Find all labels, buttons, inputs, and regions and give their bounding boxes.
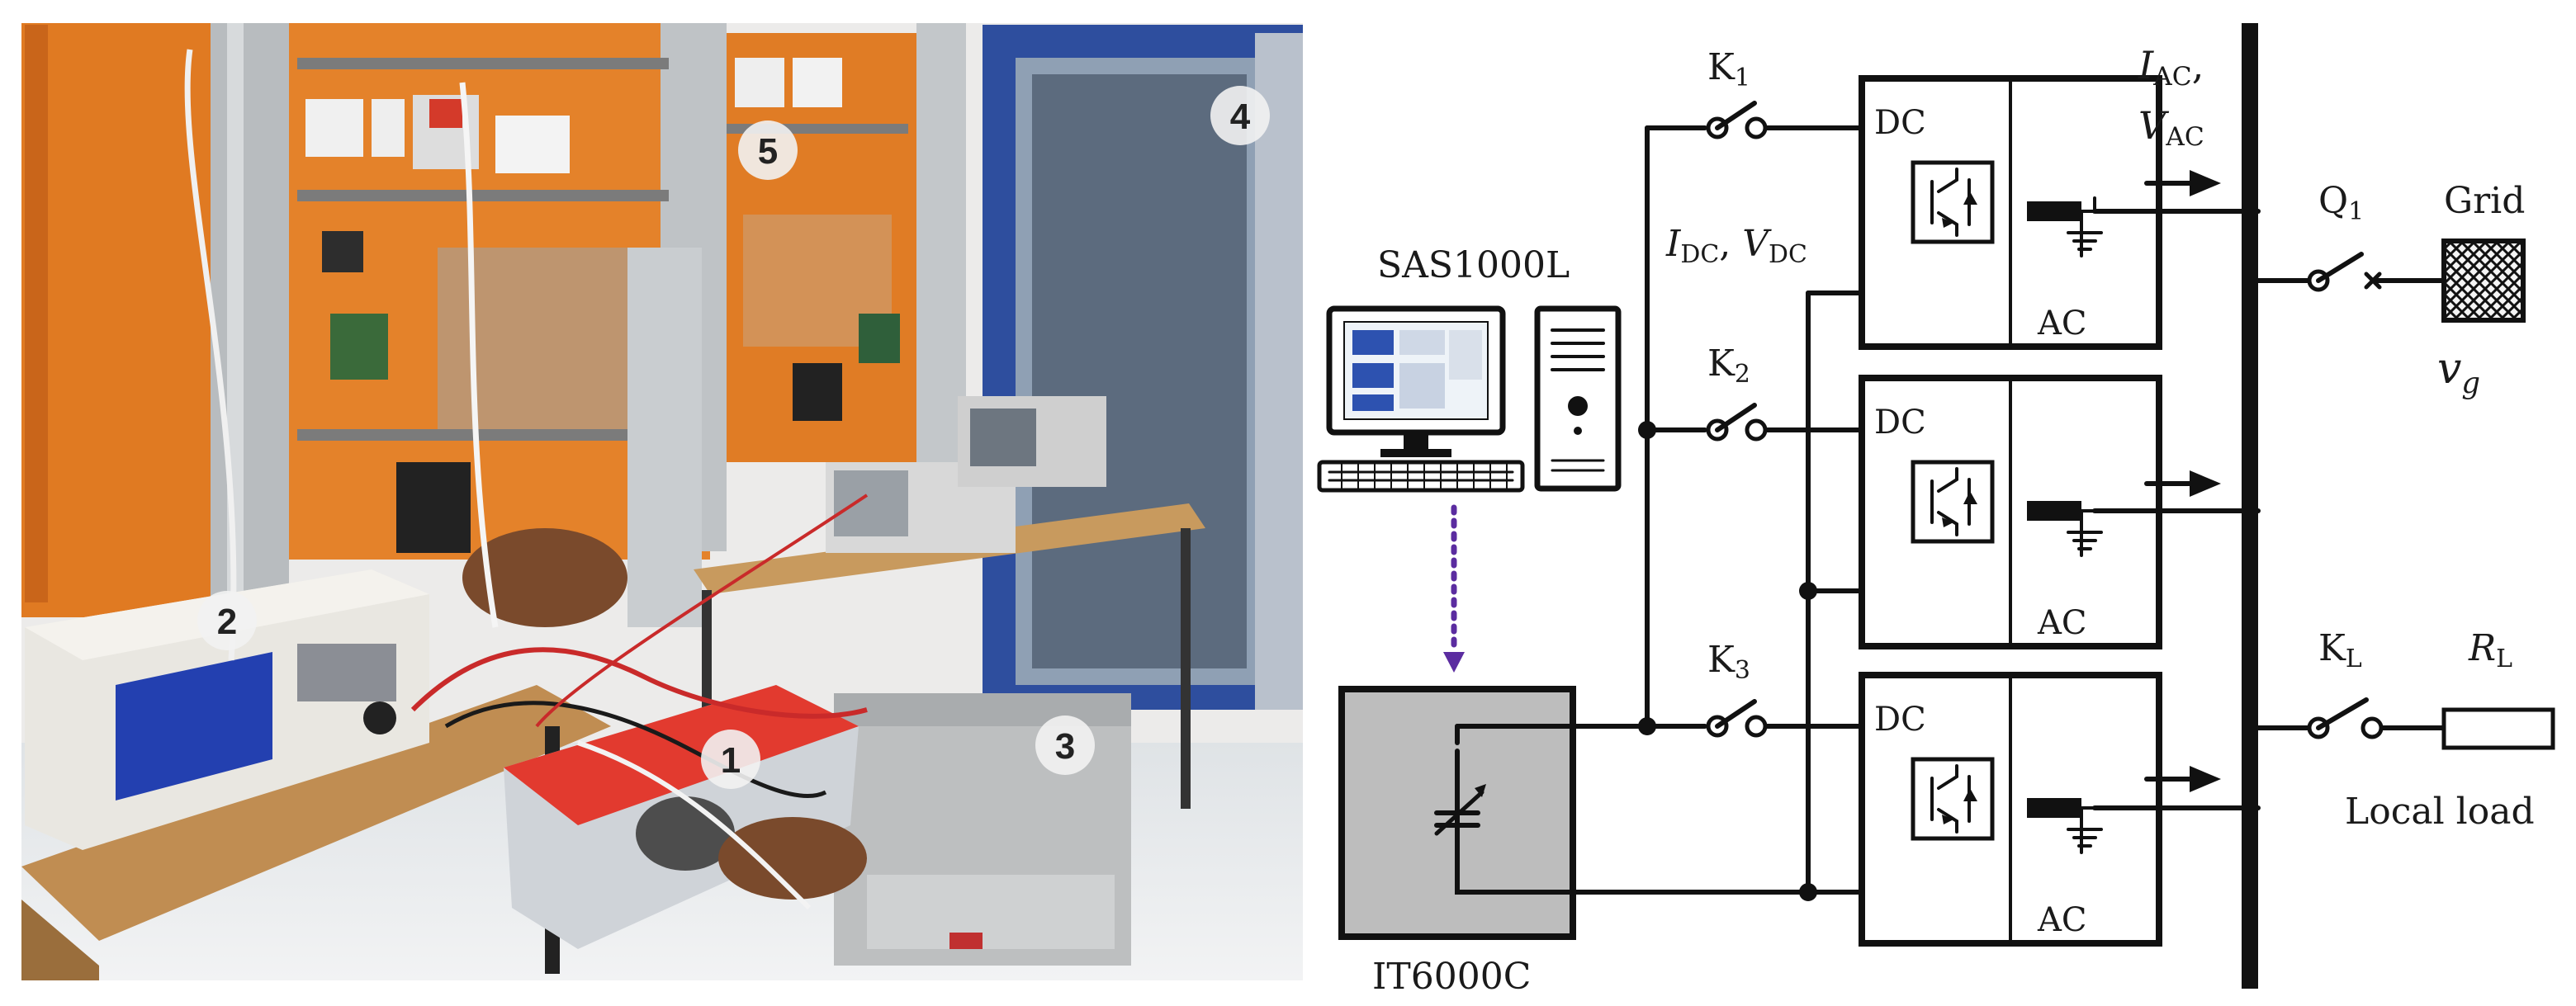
inverter-3-dc-label: DC: [1874, 701, 1926, 739]
dc-source-box: [1338, 686, 1654, 940]
pc-tower-icon: [1534, 305, 1622, 492]
ac-voltage-label: VAC: [2138, 103, 2204, 152]
circuit-diagram: SAS1000L IT6000C: [1317, 23, 2555, 998]
inverter-3-ac-label: AC: [2037, 901, 2087, 939]
inverter-2-dc-label: DC: [1874, 404, 1926, 442]
inverter-2: [1859, 375, 2261, 649]
label-k1: K1: [1707, 46, 1750, 92]
label-rl: RL: [2468, 627, 2512, 673]
label-k2: K2: [1707, 342, 1750, 389]
inverter-1: [1859, 75, 2261, 350]
grid-symbol: [2441, 239, 2526, 323]
svg-text:1: 1: [721, 740, 741, 781]
label-kl: KL: [2318, 627, 2362, 673]
keyboard-icon: [1317, 460, 1525, 493]
label-k3: K3: [1707, 639, 1750, 685]
ac-current-label: IAC,: [2138, 43, 2204, 92]
dc-measure-label: IDC, VDC: [1665, 223, 1807, 269]
svg-text:3: 3: [1055, 726, 1075, 767]
inverter-3: [1859, 672, 2261, 947]
computer-monitor-icon: [1326, 305, 1506, 457]
back-table: [694, 396, 1205, 838]
load-resistor: [2441, 707, 2555, 750]
switch-kl: [2307, 697, 2384, 739]
software-label: SAS1000L: [1377, 244, 1570, 286]
svg-text:5: 5: [758, 131, 778, 172]
badge-2: 2: [197, 591, 257, 650]
grid-voltage-label: vg: [2437, 344, 2480, 400]
svg-text:4: 4: [1230, 97, 1251, 137]
svg-text:2: 2: [217, 602, 237, 642]
switch-k2: [1706, 403, 1768, 442]
badge-3: 3: [1035, 716, 1095, 775]
mesh-cage: [834, 693, 1131, 966]
lab-photo: 1 2 3 4 5: [21, 23, 1303, 980]
ac-bus-bar: [2242, 23, 2258, 989]
ac-arrow-1: [2144, 170, 2221, 196]
source-label: IT6000C: [1372, 956, 1531, 998]
badge-5: 5: [738, 120, 798, 180]
badge-4: 4: [1210, 86, 1270, 145]
local-load-label: Local load: [2345, 791, 2535, 833]
ac-arrow-2: [2144, 470, 2221, 497]
inverter-2-ac-label: AC: [2037, 604, 2087, 642]
label-q1: Q1: [2318, 180, 2364, 226]
orange-cabinet-left: [21, 23, 228, 617]
switch-k1: [1706, 101, 1768, 139]
inverter-1-dc-label: DC: [1874, 104, 1926, 142]
inverter-1-ac-label: AC: [2037, 305, 2087, 342]
grid-label: Grid: [2444, 180, 2525, 222]
badge-1: 1: [701, 730, 760, 789]
ac-arrow-3: [2144, 766, 2221, 792]
switch-k3: [1706, 699, 1768, 738]
switch-q1: [2307, 252, 2382, 292]
